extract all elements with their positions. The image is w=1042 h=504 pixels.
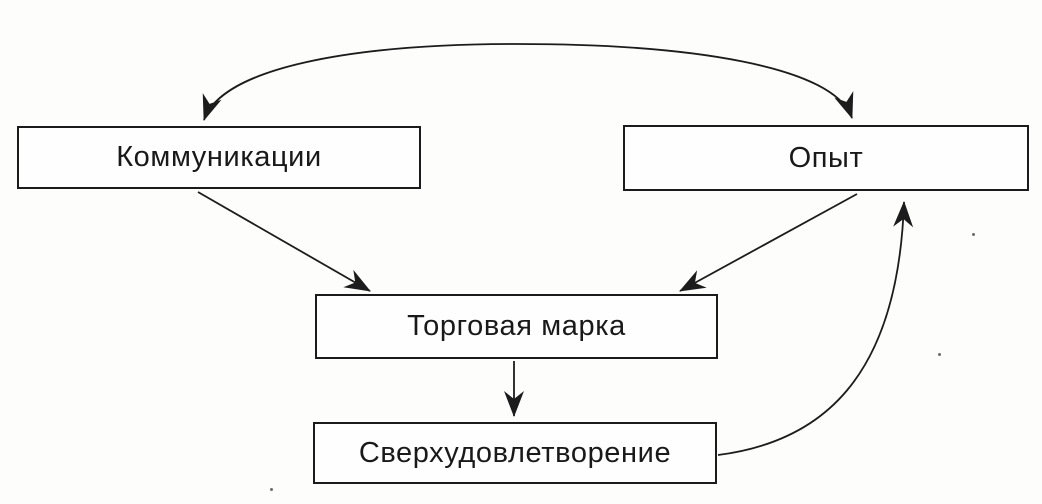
scan-speck: [270, 488, 273, 491]
node-supersatisfaction: Сверхудовлетворение: [313, 422, 717, 484]
edge-supersatisfaction-experience: [717, 201, 914, 456]
node-communications: Коммуникации: [17, 126, 421, 189]
scan-speck: [972, 233, 975, 236]
node-experience-label: Опыт: [788, 141, 864, 174]
node-supersatisfaction-label: Сверхудовлетворение: [358, 436, 672, 469]
node-brand-label: Торговая марка: [407, 310, 626, 342]
edge-communications-brand: [197, 191, 371, 292]
node-experience: Опыт: [623, 125, 1029, 191]
node-brand: Торговая марка: [315, 294, 718, 359]
node-communications-label: Коммуникации: [116, 141, 322, 173]
edge-experience-brand: [679, 193, 858, 292]
edge-communications-experience-arc: [202, 43, 854, 121]
scan-speck: [938, 353, 941, 356]
